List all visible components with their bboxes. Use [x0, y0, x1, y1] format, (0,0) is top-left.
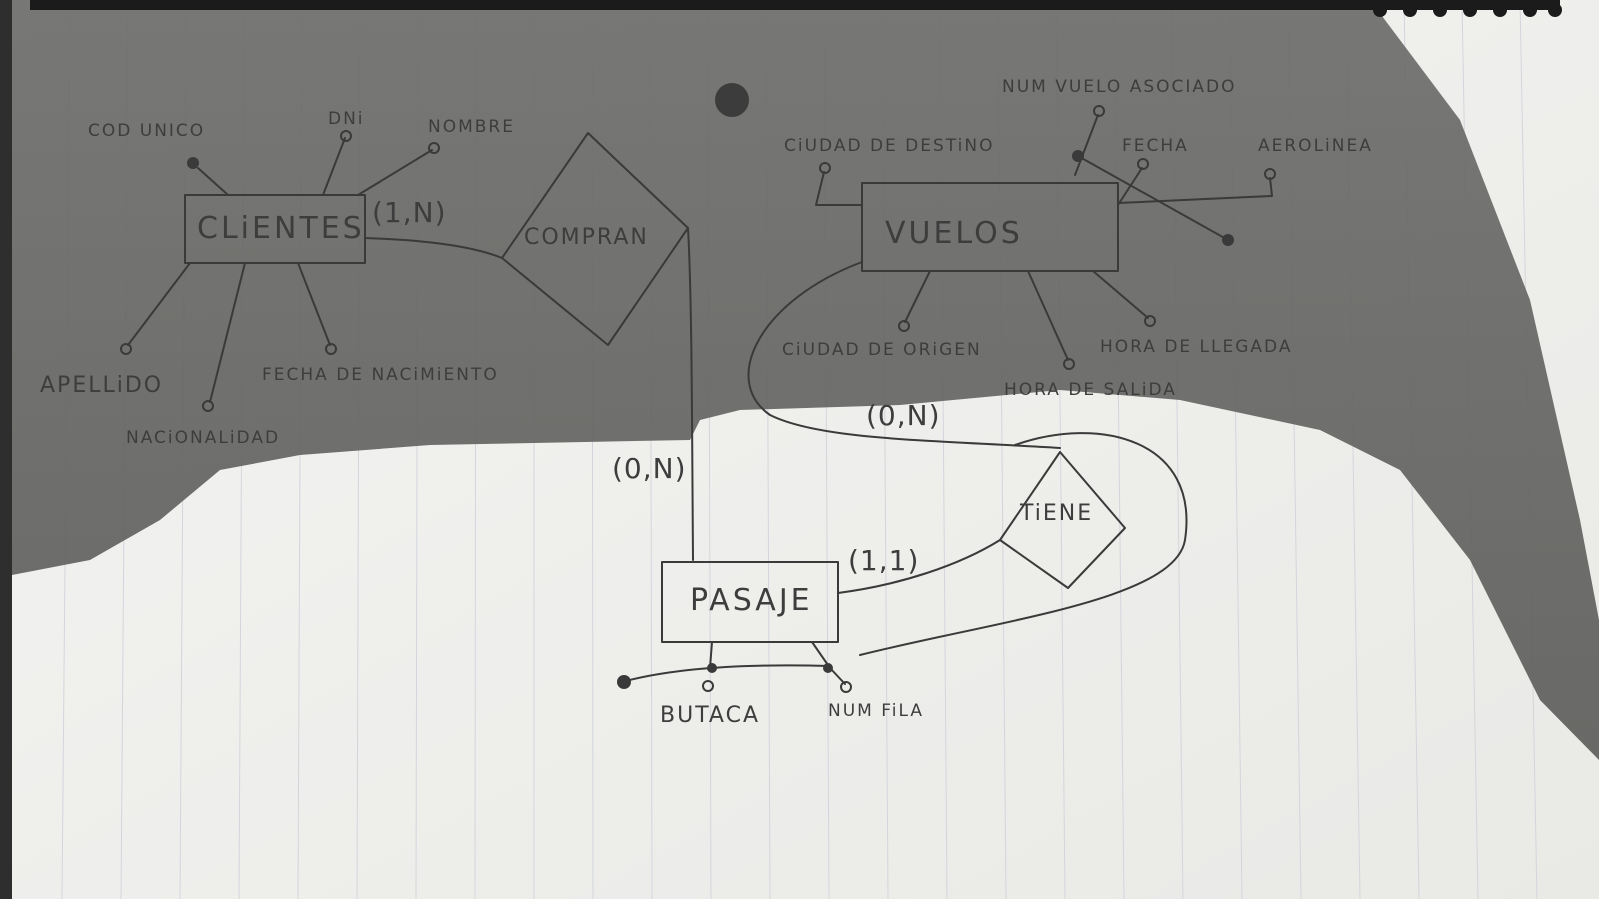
attr-line-num-vuelo — [1074, 114, 1099, 176]
cardinality-vuelos-tiene: (0,N) — [866, 399, 941, 432]
attr-dot-nacionalidad — [202, 400, 214, 412]
attr-dot-hora-salida — [1063, 358, 1075, 370]
attr-dot-dni — [340, 130, 352, 142]
cardinality-compran-pasaje: (0,N) — [612, 452, 687, 485]
attr-line-ciudad-destino — [815, 171, 863, 206]
entity-clientes — [184, 194, 366, 264]
entity-vuelos — [861, 182, 1119, 272]
attr-line-ciudad-origen — [904, 270, 931, 323]
attr-nacionalidad: NACiONALiDAD — [126, 428, 280, 448]
attr-num-fila: NUM FiLA — [828, 701, 924, 721]
attr-dot-hora-llegada — [1144, 315, 1156, 327]
relationship-tiene — [999, 451, 1126, 589]
attr-line-nacionalidad — [209, 262, 246, 403]
shadow-overlay — [12, 0, 1599, 760]
connector-pasaje-tiene — [837, 539, 1001, 594]
attr-aerolinea: AEROLiNEA — [1258, 136, 1373, 156]
attr-hora-salida: HORA DE SALiDA — [1004, 380, 1177, 400]
attr-dot-fecha — [1137, 158, 1149, 170]
attr-fecha-nacimiento: FECHA DE NACiMiENTO — [262, 365, 499, 385]
attr-line-dni — [322, 137, 346, 196]
attr-line-fecha — [1117, 167, 1143, 206]
attr-line-hora-llegada — [1092, 270, 1149, 319]
connector-compran-pasaje — [687, 227, 694, 561]
attr-ciudad-origen: CiUDAD DE ORiGEN — [782, 340, 982, 360]
attr-dot-num-vuelo — [1093, 105, 1105, 117]
attr-line-cod-unico — [197, 167, 229, 196]
attr-dot-num-fila — [840, 681, 852, 693]
attr-apellido: APELLiDO — [40, 373, 163, 398]
key-attr-dot-pasaje — [617, 675, 631, 689]
entity-pasaje-label: PASAJE — [690, 583, 813, 618]
attr-line-key-pasaje — [621, 664, 831, 683]
attr-line-apellido — [127, 262, 191, 346]
attr-line-fecha-nacimiento — [297, 262, 331, 346]
attr-num-vuelo-asociado: NUM VUELO ASOCIADO — [1002, 77, 1236, 97]
attr-hora-llegada: HORA DE LLEGADA — [1100, 337, 1292, 357]
connector-tiene-loop — [859, 432, 1188, 656]
attr-line-hora-salida — [1027, 270, 1069, 361]
relationship-compran-label: COMPRAN — [524, 225, 649, 250]
entity-pasaje — [661, 561, 839, 643]
attr-dot-ciudad-origen — [898, 320, 910, 332]
spiral-binding — [30, 0, 1562, 17]
attr-dot-aerolinea — [1264, 168, 1276, 180]
attr-dot-butaca — [702, 680, 714, 692]
connector-clientes-compran — [364, 237, 503, 259]
attr-butaca: BUTACA — [660, 703, 760, 728]
entity-vuelos-label: VUELOS — [885, 216, 1023, 251]
punch-hole — [715, 83, 749, 117]
attr-line-aerolinea — [1117, 177, 1273, 204]
cardinality-clientes-compran: (1,N) — [372, 196, 447, 229]
relationship-compran — [501, 132, 689, 346]
attr-fecha: FECHA — [1122, 136, 1189, 156]
attr-dot-nombre — [428, 142, 440, 154]
attr-line-composite — [1077, 155, 1229, 241]
attr-dni: DNi — [328, 109, 365, 129]
attr-cod-unico: COD UNICO — [88, 121, 205, 141]
attr-dot-ciudad-destino — [819, 162, 831, 174]
key-attr-dot-butaca — [707, 663, 717, 673]
attr-dot-apellido — [120, 343, 132, 355]
cardinality-pasaje-tiene: (1,1) — [848, 544, 919, 577]
attr-dot-fecha-nacimiento — [325, 343, 337, 355]
attr-line-nombre — [357, 149, 433, 196]
entity-clientes-label: CLiENTES — [197, 211, 365, 246]
relationship-tiene-label: TiENE — [1019, 501, 1093, 526]
attr-nombre: NOMBRE — [428, 117, 515, 137]
key-attr-dot-cod-unico — [187, 157, 199, 169]
attr-ciudad-destino: CiUDAD DE DESTiNO — [784, 136, 995, 156]
connector-vuelos-tiene — [747, 261, 1061, 449]
key-attr-dot-num-fila — [823, 663, 833, 673]
key-attr-dot-composite — [1222, 234, 1234, 246]
